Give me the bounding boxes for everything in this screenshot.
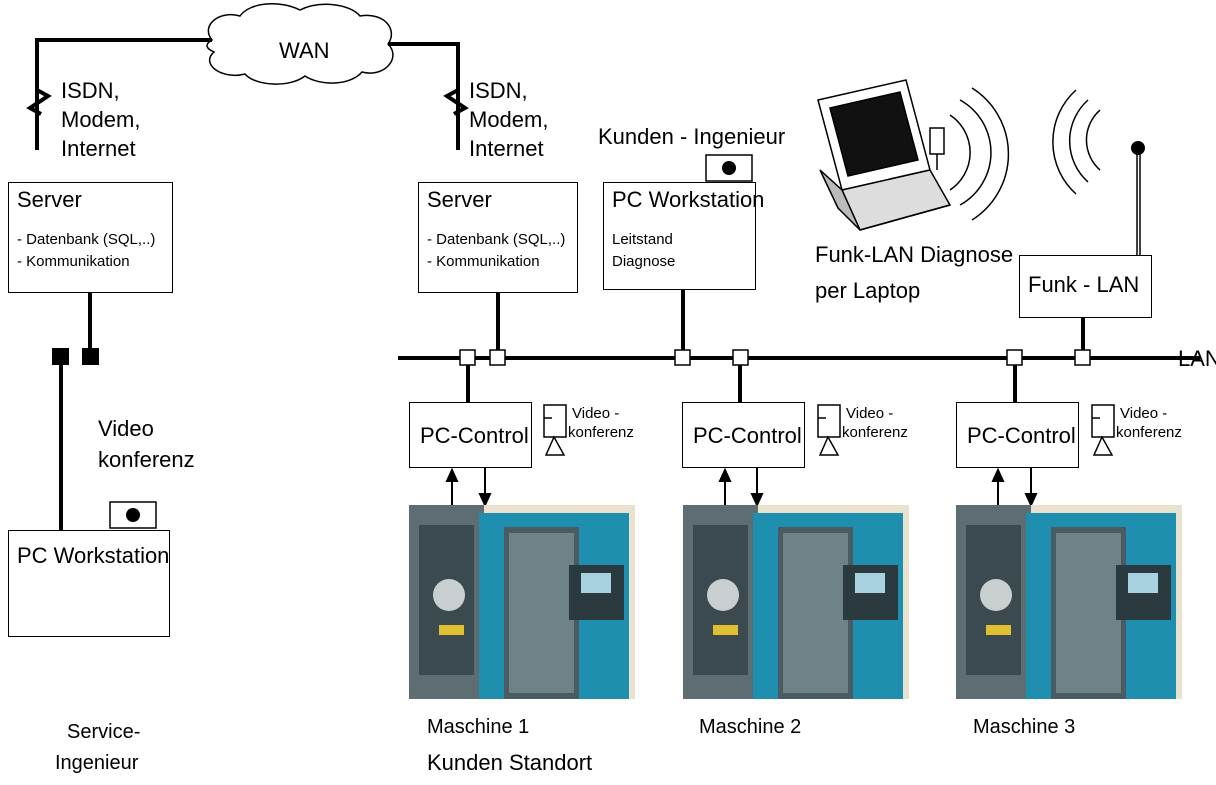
machine-3-label: Maschine 3 bbox=[973, 716, 1076, 738]
machine-2-image bbox=[683, 505, 909, 699]
video-1-label-1: Video - bbox=[572, 405, 620, 422]
left-video-label-1: Video bbox=[98, 416, 154, 441]
left-link-zigzag bbox=[26, 88, 52, 116]
video-icons bbox=[543, 404, 1115, 456]
pc-control-2: PC-Control bbox=[682, 402, 805, 468]
machine-1-label: Maschine 1 bbox=[427, 716, 530, 738]
laptop-label-2: per Laptop bbox=[815, 278, 921, 303]
customer-engineer-label: Kunden - Ingenieur bbox=[598, 124, 786, 149]
control-arrows bbox=[445, 467, 1038, 508]
customer-site-label: Kunden Standort bbox=[427, 750, 593, 775]
pc-control-1: PC-Control bbox=[409, 402, 532, 468]
site-link-label-2: Modem, bbox=[469, 107, 549, 132]
site-workstation-box: PC Workstation Leitstand Diagnose bbox=[603, 182, 764, 290]
lan-taps bbox=[459, 349, 1091, 366]
funk-lan-label: Funk - LAN bbox=[1028, 272, 1140, 297]
left-video-label-2: konferenz bbox=[98, 447, 195, 472]
left-link-label-2: Modem, bbox=[61, 107, 141, 132]
site-link-zigzag bbox=[443, 88, 469, 116]
laptop-icon bbox=[817, 79, 952, 231]
pc-control-3-label: PC-Control bbox=[967, 423, 1076, 448]
video-2-label-1: Video - bbox=[846, 405, 894, 422]
left-link-label-1: ISDN, bbox=[61, 78, 120, 103]
site-server-line-1: - Datenbank (SQL,..) bbox=[427, 231, 566, 248]
video-2-label-2: konferenz bbox=[842, 424, 908, 441]
site-link-label-1: ISDN, bbox=[469, 78, 528, 103]
video-1-label-2: konferenz bbox=[568, 424, 634, 441]
machine-1-image bbox=[409, 505, 635, 699]
site-server-box: Server - Datenbank (SQL,..) - Kommunikat… bbox=[418, 182, 578, 293]
left-connector-1 bbox=[52, 348, 69, 365]
site-server-title: Server bbox=[427, 187, 492, 212]
video-3-label-1: Video - bbox=[1120, 405, 1168, 422]
left-server-line-2: - Kommunikation bbox=[17, 253, 130, 270]
site-link-label-3: Internet bbox=[469, 136, 544, 161]
pc-control-1-label: PC-Control bbox=[420, 423, 529, 448]
antenna-waves bbox=[1052, 89, 1101, 195]
video-3-label-2: konferenz bbox=[1116, 424, 1182, 441]
left-server-line-1: - Datenbank (SQL,..) bbox=[17, 231, 156, 248]
laptop-waves bbox=[949, 87, 1010, 221]
left-workstation-title: PC Workstation bbox=[17, 543, 170, 568]
funk-lan-box: Funk - LAN bbox=[1019, 255, 1152, 318]
pc-control-3: PC-Control bbox=[956, 402, 1079, 468]
wan-cloud bbox=[206, 3, 394, 85]
left-server-box: Server - Datenbank (SQL,..) - Kommunikat… bbox=[8, 182, 173, 293]
left-connector-2 bbox=[82, 348, 99, 365]
service-engineer-label-1: Service- bbox=[67, 721, 141, 743]
site-server-line-2: - Kommunikation bbox=[427, 253, 540, 270]
machine-2-label: Maschine 2 bbox=[699, 716, 802, 738]
laptop-label-1: Funk-LAN Diagnose bbox=[815, 242, 1014, 267]
left-workstation-box: PC Workstation bbox=[8, 530, 170, 637]
machine-3-image bbox=[956, 505, 1182, 699]
site-workstation-title: PC Workstation bbox=[612, 187, 765, 212]
left-server-title: Server bbox=[17, 187, 82, 212]
left-link-label-3: Internet bbox=[61, 136, 136, 161]
lan-label: LAN bbox=[1178, 346, 1216, 371]
pc-control-2-label: PC-Control bbox=[693, 423, 802, 448]
service-engineer-label-2: Ingenieur bbox=[55, 752, 139, 774]
wan-label: WAN bbox=[279, 38, 330, 63]
site-workstation-line-2: Diagnose bbox=[612, 253, 676, 270]
site-workstation-line-1: Leitstand bbox=[612, 231, 673, 248]
